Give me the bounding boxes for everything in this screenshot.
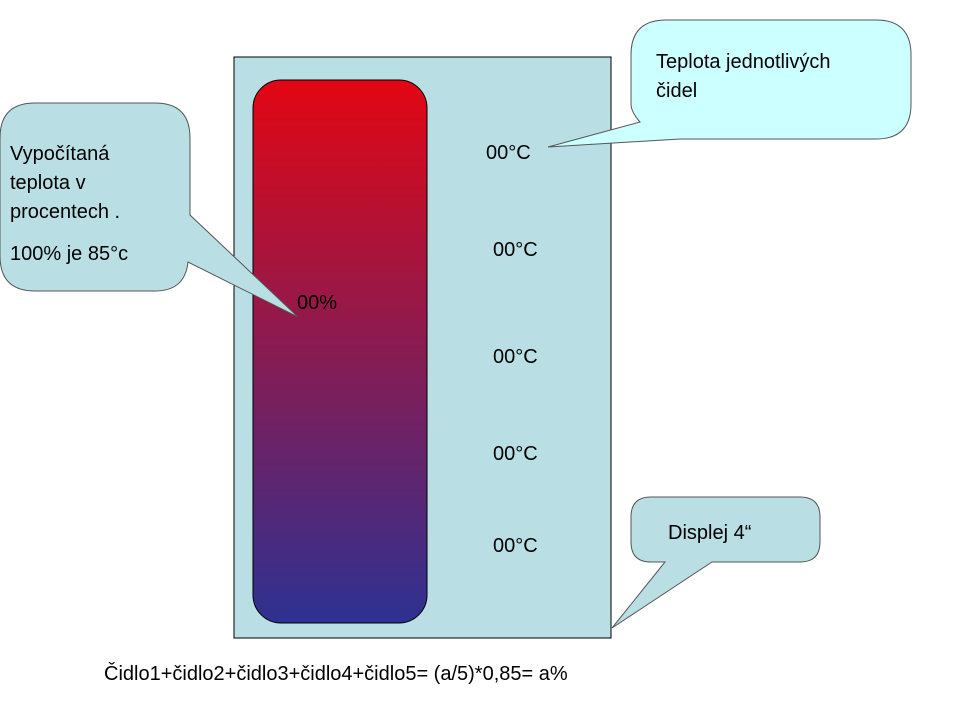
sensor-4-readout: 00°C: [493, 443, 538, 465]
left-callout-note: 100% je 85°c: [10, 243, 129, 265]
left-callout: [0, 102, 299, 318]
left-callout-line-3: procentech .: [10, 201, 121, 223]
bottom-callout-text: Displej 4“: [668, 522, 752, 544]
sensor-5-readout: 00°C: [493, 535, 538, 557]
top-callout: [547, 19, 912, 148]
top-callout-line-1: Teplota jednotlivých: [656, 51, 831, 73]
percent-readout: 00%: [297, 292, 338, 314]
left-callout-line-2: teplota v: [10, 172, 86, 194]
sensor-2-readout: 00°C: [493, 239, 538, 261]
formula: Čidlo1+čidlo2+čidlo3+čidlo4+čidlo5= (a/5…: [104, 663, 568, 685]
top-callout-line-2: čidel: [656, 80, 698, 102]
sensor-3-readout: 00°C: [493, 346, 538, 368]
sensor-1-readout: 00°C: [486, 142, 531, 164]
left-callout-line-1: Vypočítaná: [10, 143, 110, 165]
temperature-bar: [252, 79, 428, 624]
bottom-callout: [611, 496, 821, 629]
